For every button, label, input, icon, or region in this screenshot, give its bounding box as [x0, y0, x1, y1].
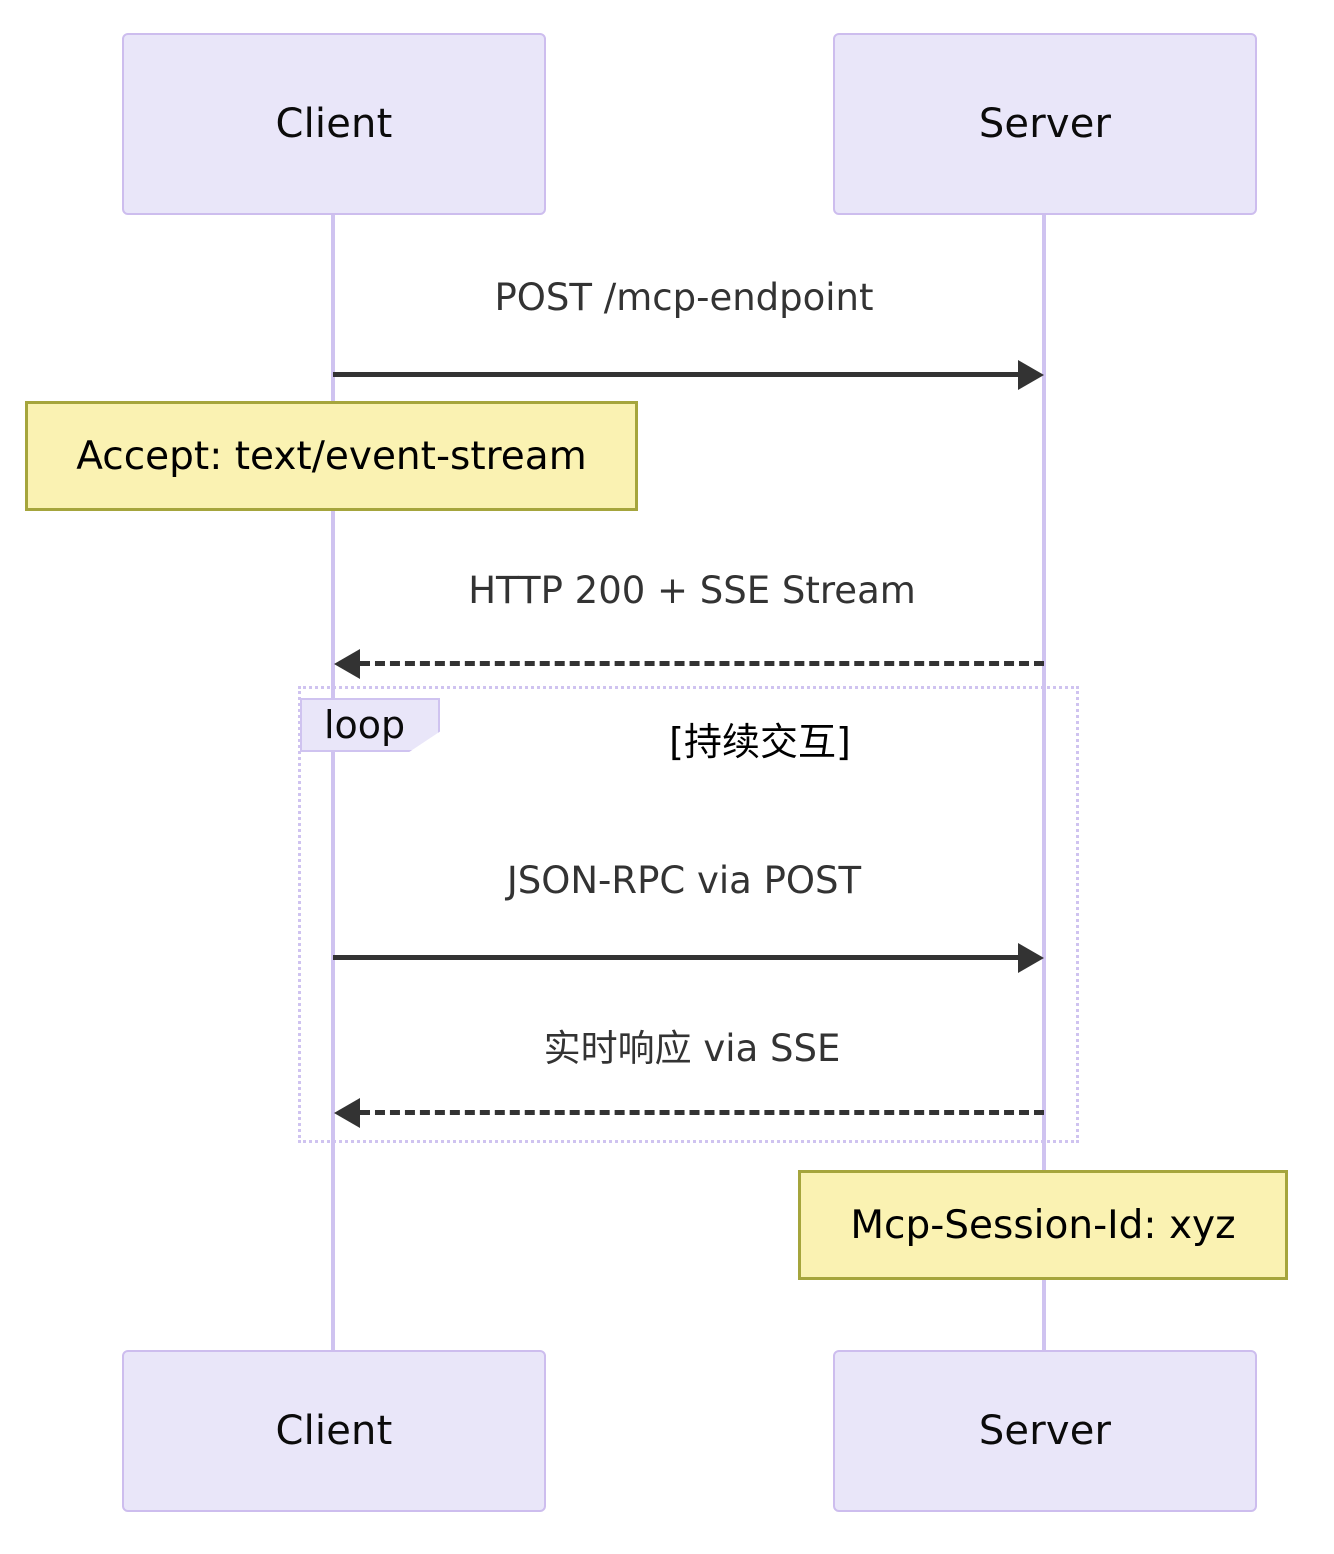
- message-label-json-rpc-via-post: JSON-RPC via POST: [506, 859, 862, 902]
- actor-box-server-top[interactable]: Server: [833, 33, 1257, 215]
- loop-fragment-frame: [298, 686, 1079, 1143]
- message-arrow-line-1: [333, 372, 1023, 377]
- loop-fragment-tab-label: loop: [324, 703, 406, 747]
- message-arrow-head-4: [334, 1098, 360, 1128]
- actor-box-server-bottom[interactable]: Server: [833, 1350, 1257, 1512]
- message-arrow-head-2: [334, 649, 360, 679]
- actor-label-server-bottom: Server: [978, 1408, 1112, 1454]
- message-arrow-head-1: [1018, 360, 1044, 390]
- actor-label-client-top: Client: [275, 101, 393, 147]
- loop-fragment-tab: loop: [300, 698, 440, 752]
- loop-fragment-title: [持续交互]: [669, 720, 851, 764]
- note-mcp-session-id: Mcp-Session-Id: xyz: [798, 1170, 1288, 1280]
- message-label-post-mcp-endpoint: POST /mcp-endpoint: [494, 276, 874, 319]
- note-mcp-session-id-text: Mcp-Session-Id: xyz: [850, 1202, 1236, 1248]
- note-accept-header: Accept: text/event-stream: [25, 401, 638, 511]
- message-label-http-200-sse-stream: HTTP 200 + SSE Stream: [468, 569, 916, 612]
- message-arrow-line-3: [333, 955, 1023, 960]
- note-accept-header-text: Accept: text/event-stream: [76, 433, 587, 479]
- lifeline-server: [1042, 213, 1046, 1353]
- message-label-realtime-response-via-sse: 实时响应 via SSE: [543, 1027, 841, 1070]
- actor-box-client-top[interactable]: Client: [122, 33, 546, 215]
- actor-label-server-top: Server: [978, 101, 1112, 147]
- actor-label-client-bottom: Client: [275, 1408, 393, 1454]
- lifeline-client: [331, 213, 335, 1353]
- actor-box-client-bottom[interactable]: Client: [122, 1350, 546, 1512]
- message-arrow-line-4: [360, 1110, 1044, 1115]
- message-arrow-head-3: [1018, 943, 1044, 973]
- message-arrow-line-2: [360, 661, 1044, 666]
